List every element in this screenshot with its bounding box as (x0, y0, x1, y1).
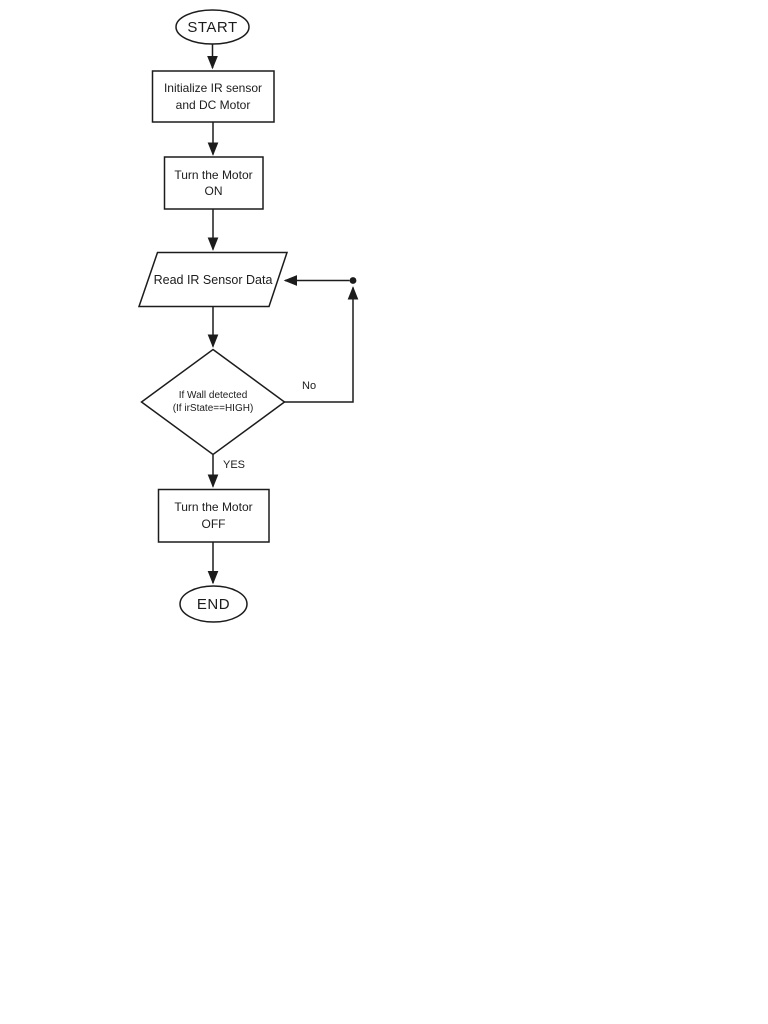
motor-off-process-shape (157, 488, 270, 543)
read-sensor-io-shape (137, 251, 289, 308)
start-terminator-shape (175, 9, 250, 45)
init-process-shape (151, 70, 275, 123)
decision-diamond-shape (140, 348, 286, 456)
motor-on-process-shape (163, 156, 264, 210)
edge-decision-no-loop (284, 286, 359, 403)
end-terminator-shape (179, 585, 248, 623)
junction-dot (349, 277, 357, 284)
